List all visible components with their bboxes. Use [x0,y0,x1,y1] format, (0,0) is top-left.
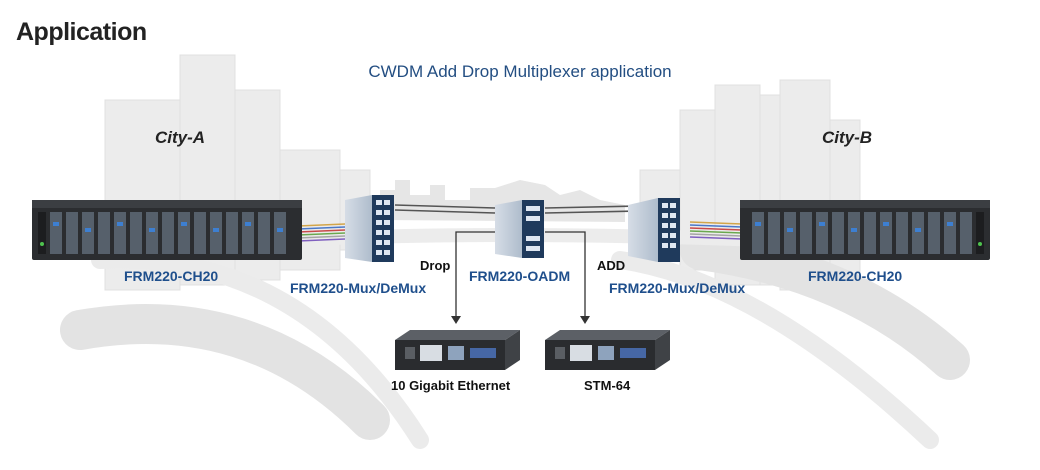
fiber-right [689,221,743,240]
chassis-left [32,200,302,260]
city-b-label: City-B [822,128,873,147]
oadm-label: FRM220-OADM [469,268,571,284]
drop-label: Drop [420,258,451,273]
trunk-fiber [394,204,641,214]
mux-right-label: FRM220-Mux/DeMux [609,280,746,296]
city-a-label: City-A [155,128,206,147]
device-stm64 [545,330,670,370]
mux-right-module [628,198,680,262]
device-10gbe [395,330,520,370]
drop-arrow [455,231,495,318]
add-arrow [545,231,586,318]
mux-left-module [345,195,394,262]
add-label: ADD [597,258,626,273]
oadm-module [495,200,544,258]
mux-left-label: FRM220-Mux/DeMux [290,280,427,296]
device-10gbe-label: 10 Gigabit Ethernet [391,378,511,393]
chassis-right-label: FRM220-CH20 [808,268,903,284]
add-arrowhead [580,316,590,324]
diagram-subtitle: CWDM Add Drop Multiplexer application [368,62,672,81]
drop-arrowhead [451,316,461,324]
fiber-left [297,223,346,242]
device-stm64-label: STM-64 [584,378,631,393]
page-title: Application [16,18,147,46]
chassis-left-label: FRM220-CH20 [124,268,219,284]
chassis-right [740,200,990,260]
